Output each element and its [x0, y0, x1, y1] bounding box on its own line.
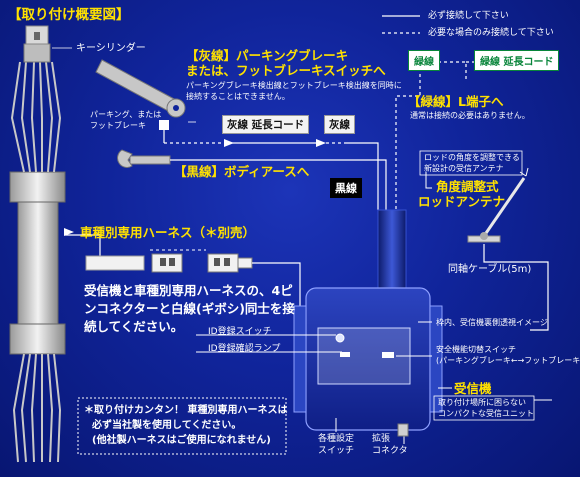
harness-arrow	[64, 228, 74, 236]
antenna-bracket-line	[519, 167, 529, 177]
harness-connector-left	[85, 253, 183, 273]
black-wire-path	[170, 159, 387, 210]
note-line-3: (他社製ハーネスはご使用になれません)	[92, 435, 271, 446]
inner-image-label: 枠内、受信機裏側透視イメージ	[436, 318, 548, 327]
id-lamp-label: ID登録確認ランプ	[208, 344, 281, 354]
expansion-connector-plug	[397, 423, 409, 437]
receiver-note-line-2: コンパクトな受信ユニット	[438, 409, 534, 418]
receiver-connector-right	[207, 253, 253, 273]
gray-wire-path	[163, 126, 379, 210]
black-heading: 【黒線】ボディアースへ	[174, 164, 310, 179]
rod-note-line-1: ロッドの角度を調整できる	[424, 153, 520, 162]
receiver-note-line-1: 取り付け場所に困らない	[438, 398, 526, 407]
antenna-note-line	[425, 172, 432, 189]
receiver-unit	[293, 287, 443, 431]
green-heading: 【緑線】L端子へ	[408, 94, 504, 109]
expansion-connector-line-1: 拡張	[372, 434, 391, 444]
instruction-line-2: ンコネクターと白線(ギボシ)同士を接	[84, 301, 295, 317]
receiver-label: 受信機	[454, 381, 492, 396]
harness-loom	[9, 61, 66, 463]
harness-lead	[65, 234, 101, 256]
wire-post	[377, 209, 407, 289]
gray-connector-arrow	[316, 139, 326, 147]
id-switch-label: ID登録スイッチ	[208, 327, 272, 337]
parking-small-line-1: パーキング、または	[90, 110, 162, 119]
note-line-2: 必ず当社製を使用してください。	[92, 420, 242, 431]
note-box	[77, 397, 287, 455]
settings-switch-line-2: スイッチ	[318, 446, 355, 456]
green-note: 通常は接続の必要はありません。	[410, 111, 530, 120]
legend-optional-label: 必要な場合のみ接続して下さい	[428, 28, 554, 38]
rod-title-line-1: 角度調整式	[436, 179, 499, 194]
harness-heading: 車種別専用ハーネス（＊別売）	[80, 225, 256, 240]
gray-wire-label: 灰線	[324, 115, 355, 134]
key-cylinder	[23, 25, 72, 63]
receiver-note-box	[433, 395, 535, 421]
instruction-text: 受信機と車種別専用ハーネスの、4ピ ンコネクターと白線(ギボシ)同士を接 続して…	[84, 282, 295, 336]
parking-small-line-2: フットブレーキ	[90, 121, 146, 130]
parking-heading-line-1: 【灰線】パーキングブレーキ	[186, 48, 349, 63]
green-extension-label: 緑線 延長コード	[474, 50, 560, 71]
parking-brake-icon	[95, 59, 196, 123]
rod-note-box	[419, 150, 523, 176]
black-wire-label: 黒線	[330, 178, 362, 198]
safety-switch-line-1: 安全機能切替スイッチ	[436, 345, 516, 354]
key-cylinder-label: キーシリンダー	[76, 43, 146, 54]
rod-title-line-2: ロッドアンテナ	[418, 194, 506, 209]
gray-extension-label: 灰線 延長コード	[222, 115, 310, 134]
diagram-title: 【取り付け概要図】	[8, 7, 130, 23]
expansion-connector-line-2: コネクタ	[372, 446, 408, 456]
coax-cable-line	[483, 244, 549, 331]
instruction-line-1: 受信機と車種別専用ハーネスの、4ピ	[84, 283, 293, 298]
settings-switch-line-1: 各種設定	[318, 434, 355, 444]
parking-note-line-2: 接続することはできません。	[186, 92, 290, 101]
green-extension-line	[432, 61, 474, 80]
safety-switch-line-2: (パーキングブレーキ←→フットブレーキ)	[436, 356, 580, 365]
note-line-1: ＊取り付けカンタン！ 車種別専用ハーネスは	[84, 405, 288, 416]
rod-antenna	[467, 177, 526, 243]
rod-note-line-2: 新設計の受信アンテナ	[424, 164, 504, 173]
gray-wire-terminal	[159, 120, 169, 130]
parking-heading-line-2: または、フットブレーキスイッチへ	[186, 63, 386, 78]
green-wire-label: 緑線	[408, 50, 440, 71]
green-wire-path	[395, 62, 421, 210]
gray-connector-arrow	[224, 139, 234, 147]
coax-cable-label: 同軸ケーブル(5m)	[448, 264, 532, 275]
instruction-line-3: 続してください。	[84, 319, 184, 335]
parking-note-line-1: パーキングブレーキ検出線とフットブレーキ検出線を同時に	[186, 81, 402, 90]
ground-terminal-icon	[117, 149, 171, 168]
legend-required-label: 必ず接続して下さい	[428, 11, 509, 21]
